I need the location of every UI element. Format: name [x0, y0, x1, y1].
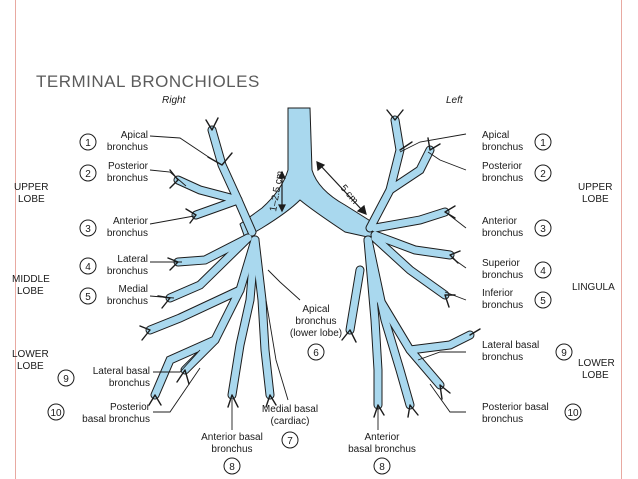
left-badge-2: 2	[540, 169, 546, 180]
left-anterior-label: Anterior	[482, 216, 518, 227]
right-badge-10: 10	[50, 408, 62, 419]
right-anterior-label-2: bronchus	[107, 228, 148, 239]
right-apical-branch	[208, 126, 256, 236]
right-apical-label-2: bronchus	[107, 142, 148, 153]
dimension-markers	[278, 161, 367, 215]
number-badges	[47, 133, 582, 475]
left-superior-label: Superior	[482, 258, 520, 269]
left-badge-5: 5	[540, 296, 546, 307]
right-posterior-basal-branch	[228, 236, 259, 399]
slide-title: TERMINAL BRONCHIOLES	[36, 72, 260, 91]
lingula-label: LINGULA	[572, 282, 615, 293]
left-accent-rule	[15, 0, 16, 479]
lower-lobe-label-right: LOWER	[578, 358, 615, 369]
left-lower-lateral-branch	[406, 331, 474, 354]
leader-lines	[149, 133, 467, 430]
left-lateral-basal-branch	[364, 236, 414, 409]
lower-lobe-label-right-2: LOBE	[582, 370, 609, 381]
middle-lobe-label-2: LOBE	[17, 286, 44, 297]
right-medial-basal-branch	[251, 236, 274, 399]
badge-8-left: 8	[379, 462, 385, 473]
left-badge-3: 3	[540, 224, 546, 235]
lower-apical-label-2: bronchus	[295, 316, 336, 327]
left-anterior-branch	[371, 208, 449, 232]
upper-lobe-label-left: UPPER	[14, 182, 48, 193]
right-badge-2: 2	[85, 169, 91, 180]
left-lower-apical-branch	[346, 266, 364, 334]
badge-6: 6	[313, 348, 319, 359]
right-badge-4: 4	[85, 262, 91, 273]
right-accent-rule	[621, 0, 622, 479]
right-anterior-basal-label-2: bronchus	[211, 444, 252, 455]
right-posterior-basal-label: Posterior	[110, 402, 151, 413]
right-lower-lateral-branch	[146, 286, 244, 334]
left-apical-branch	[366, 116, 404, 232]
left-posterior-label: Posterior	[482, 161, 523, 172]
left-lung-branches	[341, 109, 481, 418]
left-anterior-basal-label: Anterior	[364, 432, 400, 443]
left-apical-label-2: bronchus	[482, 142, 523, 153]
right-posterior-label: Posterior	[108, 161, 149, 172]
left-lateral-basal-label: Lateral basal	[482, 340, 539, 351]
right-lateral-branch	[174, 234, 252, 266]
lower-apical-label-3: (lower lobe)	[290, 328, 342, 339]
right-lateral-basal-label-2: bronchus	[109, 378, 150, 389]
left-badge-10: 10	[567, 408, 579, 419]
right-lateral-basal-branch	[181, 236, 259, 374]
left-posterior-branch	[386, 146, 434, 194]
right-posterior-label-2: bronchus	[107, 173, 148, 184]
right-lateral-basal-label: Lateral basal	[93, 366, 150, 377]
left-badge-1: 1	[540, 138, 546, 149]
left-inferior-branch	[371, 234, 449, 299]
left-side-label: Left	[446, 95, 464, 106]
left-superior-branch	[371, 231, 454, 259]
lower-lobe-label-left-2: LOBE	[17, 361, 44, 372]
left-inferior-label: Inferior	[482, 288, 514, 299]
bronchial-tree	[239, 107, 373, 239]
right-badge-9: 9	[63, 374, 69, 385]
lower-lobe-label-left: LOWER	[12, 349, 49, 360]
right-medial-label-2: bronchus	[107, 296, 148, 307]
badge-8-right: 8	[229, 462, 235, 473]
right-lateral-label: Lateral	[117, 254, 148, 265]
long-dimension-arrow	[319, 164, 363, 211]
right-lower-posterior-branch	[151, 336, 219, 399]
right-lateral-label-2: bronchus	[107, 266, 148, 277]
medial-basal-label: Medial basal	[262, 404, 318, 415]
trachea-and-main-bronchi	[239, 107, 373, 239]
right-medial-branch	[166, 234, 252, 302]
right-lung-branches	[139, 117, 277, 408]
badge-7: 7	[287, 436, 293, 447]
upper-lobe-label-right: UPPER	[578, 182, 612, 193]
left-apical-label: Apical	[482, 130, 509, 141]
left-inferior-label-2: bronchus	[482, 300, 523, 311]
right-anterior-branch	[192, 196, 242, 219]
middle-lobe-label: MIDDLE	[12, 274, 50, 285]
left-anterior-basal-label-2: basal bronchus	[348, 444, 416, 455]
right-apical-label: Apical	[121, 130, 148, 141]
right-posterior-basal-label-2: basal bronchus	[82, 414, 150, 425]
left-badge-4: 4	[540, 266, 546, 277]
right-posterior-branch	[174, 176, 242, 204]
right-anterior-label: Anterior	[113, 216, 149, 227]
left-posterior-label-2: bronchus	[482, 173, 523, 184]
left-anterior-label-2: bronchus	[482, 228, 523, 239]
right-badge-3: 3	[85, 224, 91, 235]
lower-apical-label: Apical	[302, 304, 329, 315]
right-medial-label: Medial	[119, 284, 148, 295]
right-badge-1: 1	[85, 138, 91, 149]
left-posterior-basal-label: Posterior basal	[482, 402, 549, 413]
right-badge-5: 5	[85, 292, 91, 303]
left-superior-label-2: bronchus	[482, 270, 523, 281]
medial-basal-label-2: (cardiac)	[271, 416, 310, 427]
upper-lobe-label-right-2: LOBE	[582, 194, 609, 205]
right-anterior-basal-label: Anterior basal	[201, 432, 263, 443]
upper-lobe-label-left-2: LOBE	[18, 194, 45, 205]
left-anterior-basal-branch	[364, 236, 382, 409]
left-posterior-basal-label-2: bronchus	[482, 414, 523, 425]
left-lateral-basal-label-2: bronchus	[482, 352, 523, 363]
left-badge-9: 9	[561, 348, 567, 359]
right-side-label: Right	[162, 95, 187, 106]
